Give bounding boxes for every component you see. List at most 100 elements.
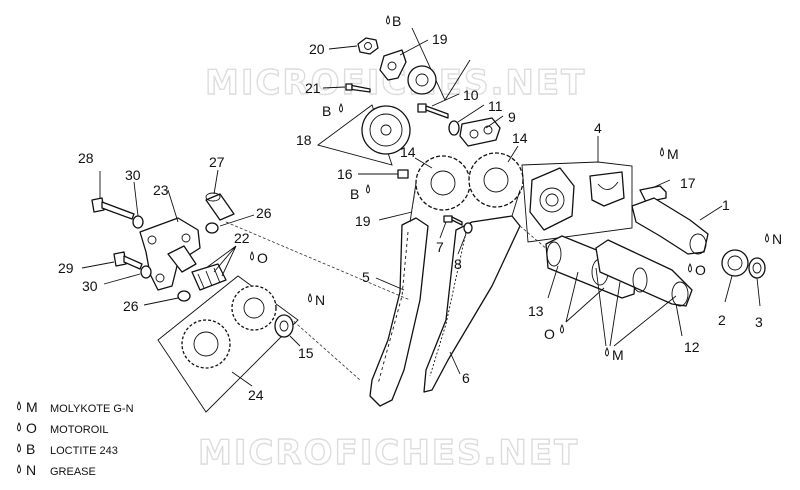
leader-13 [547, 265, 559, 299]
cam-gear-18-rim [369, 113, 403, 147]
chain-guide-5 [369, 217, 429, 407]
shaft-1 [631, 197, 709, 255]
callout-5: 5 [362, 269, 370, 285]
cam-gear-18-body [361, 105, 411, 155]
seal-3-inner [752, 262, 762, 274]
sprocket-14-left-hub [430, 170, 456, 196]
leader-m-12 [595, 267, 677, 347]
camshaft-13 [545, 235, 637, 299]
assembly-line-c [519, 225, 549, 251]
bracket-24 [157, 275, 299, 413]
leader-8 [457, 233, 467, 255]
washer-15 [274, 314, 294, 338]
shaft-assembly [631, 185, 766, 279]
droplet-icon [765, 232, 769, 243]
washer-15-hole [279, 320, 289, 332]
legend-label: MOTOROIL [50, 424, 108, 436]
callout-20: 19 [432, 31, 448, 47]
screw-22-shank [351, 84, 371, 93]
leader-o-13 [565, 271, 605, 323]
upper-gear-assembly [316, 27, 501, 166]
bracket-25-hole-a [147, 235, 157, 245]
assembly-line-a [225, 221, 411, 301]
small-gear [407, 65, 437, 95]
idler-gear-set [157, 275, 299, 413]
bearing-2 [721, 249, 749, 277]
leader-11 [457, 104, 485, 123]
key-17 [639, 185, 667, 203]
spacer-27 [205, 193, 235, 221]
bolt-29-shank [123, 255, 143, 270]
lube-marks: B B B M N O O N O [250, 13, 782, 363]
legend-item-m: M MOLYKOTE G-N [17, 399, 134, 415]
leader-25 [167, 189, 179, 223]
leader-21 [328, 45, 358, 50]
callout-18: 18 [296, 132, 312, 148]
small-gear-body [407, 65, 437, 95]
lube-code: N [315, 292, 325, 308]
plate-9-hole-b [483, 125, 493, 135]
callout-29: 29 [58, 260, 74, 276]
leader-14b [507, 145, 519, 163]
leader-26b [143, 297, 179, 306]
lube-code: O [695, 262, 706, 278]
leader-23 [205, 245, 237, 277]
callout-10: 10 [463, 87, 479, 103]
leader-30b [103, 273, 141, 285]
callout-numbers: 20 19 21 10 11 9 18 4 14 14 16 17 1 19 7… [58, 31, 763, 403]
camshaft-12 [595, 239, 693, 307]
leader-29 [81, 261, 115, 269]
lube-code: O [257, 250, 268, 266]
callout-23: 22 [234, 230, 250, 246]
cam-housing-body [529, 167, 575, 231]
sprocket-14-right [468, 152, 524, 208]
lube-code: B [350, 186, 359, 202]
callout-6: 6 [462, 370, 470, 386]
droplet-icon [17, 463, 21, 474]
callout-30-top: 30 [125, 167, 141, 183]
legend-item-o: O MOTOROIL [17, 420, 108, 436]
lube-mark-b-22: B [322, 102, 343, 119]
chain-6 [423, 215, 521, 393]
watermark-bottom: MICROFICHES.NET [198, 433, 579, 473]
washer-11 [448, 120, 460, 136]
bush-26-bottom [177, 290, 191, 302]
leader-24 [231, 371, 253, 387]
leader-22 [322, 86, 346, 89]
lube-code: O [544, 326, 555, 342]
chain-guides [369, 182, 521, 407]
idler-gear-large-hub [193, 331, 219, 357]
lube-mark-o-13: O [544, 323, 564, 342]
leader-19 [378, 211, 413, 221]
camshaft-12-end [671, 281, 689, 307]
sprockets-14 [397, 152, 524, 211]
lube-mark-b-top: B [386, 13, 401, 29]
callout-21: 20 [309, 41, 325, 57]
lube-code: B [392, 13, 401, 29]
bearing-2-inner [727, 255, 743, 271]
callout-12: 12 [684, 339, 700, 355]
nut-21 [357, 37, 379, 55]
idler-bracket-assembly [91, 192, 235, 302]
callout-16: 16 [337, 166, 353, 182]
droplet-icon [688, 262, 692, 273]
droplet-icon [366, 183, 370, 194]
callout-4: 4 [594, 120, 602, 136]
callout-24: 24 [248, 387, 264, 403]
legend-label: MOLYKOTE G-N [50, 403, 134, 415]
lube-mark-m-12: M [605, 346, 624, 363]
bolt-16 [397, 169, 409, 179]
callout-1: 1 [722, 197, 730, 213]
leader-lines [81, 39, 761, 387]
legend-code: M [26, 399, 38, 415]
leader-6 [449, 351, 461, 375]
legend-code: O [26, 420, 37, 436]
idler-gear-large [181, 319, 231, 369]
lube-mark-b-16: B [350, 183, 370, 202]
seal-3 [748, 257, 766, 279]
lube-mark-n-15: N [308, 292, 325, 308]
callout-2: 2 [718, 312, 726, 328]
callout-7: 7 [436, 239, 444, 255]
leader-17 [651, 179, 671, 189]
